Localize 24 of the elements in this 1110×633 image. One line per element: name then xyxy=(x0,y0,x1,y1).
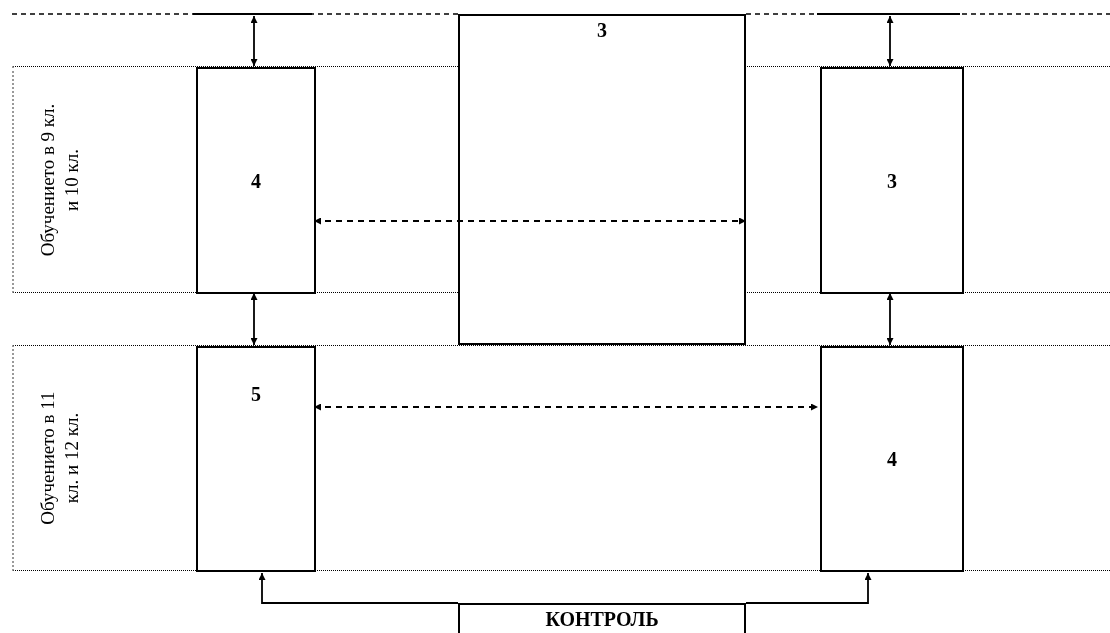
band-label: Обучението в 11 кл. и 12 кл. xyxy=(36,390,83,527)
process-box xyxy=(820,67,964,294)
process-box xyxy=(458,603,746,633)
process-box xyxy=(458,14,746,345)
box-label: 5 xyxy=(251,384,261,404)
box-label: КОНТРОЛЬ xyxy=(545,609,659,629)
box-label: 3 xyxy=(597,20,607,40)
arrow xyxy=(258,572,459,604)
arrow xyxy=(250,292,258,346)
arrow xyxy=(886,15,894,67)
grade-band xyxy=(12,345,1110,571)
box-label: 3 xyxy=(887,170,897,191)
process-box xyxy=(820,346,964,572)
band-label: Обучението в 9 кл. и 10 кл. xyxy=(36,102,83,258)
box-label: 4 xyxy=(887,449,897,469)
box-label: 4 xyxy=(251,170,261,191)
arrow xyxy=(313,403,819,411)
arrow xyxy=(250,15,258,67)
arrow xyxy=(886,292,894,346)
arrow xyxy=(313,217,747,225)
process-box xyxy=(196,346,316,572)
process-box xyxy=(196,67,316,294)
arrow xyxy=(745,572,872,604)
grade-band xyxy=(12,66,1110,293)
